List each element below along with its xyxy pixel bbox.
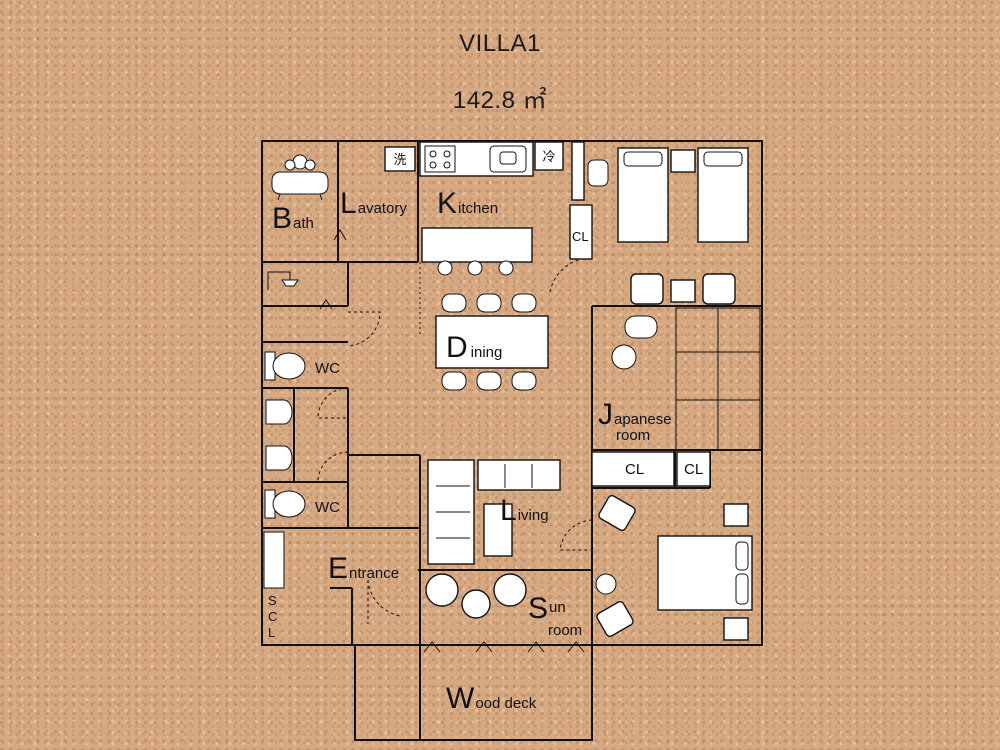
shoe-closet-c: C [268,609,277,624]
sunroom-furniture [425,573,527,619]
closet-label-1: CL [625,461,644,478]
room-label-japanese-line2: room [616,427,650,444]
closet [676,451,711,487]
sunroom-windows [319,229,585,653]
bar-stools [437,260,514,276]
room-label-kitchen: Kitchen [437,187,498,220]
tatami-mats [675,307,761,451]
shower-icon [267,271,299,290]
plan-title: VILLA1 [459,30,541,57]
wc-label-upper: WC [315,360,340,377]
room-label-sunroom-line2: room [548,622,582,639]
room-label-sunroom: Sun [528,592,566,625]
bedroom2-furniture [595,495,753,641]
kitchen-island [421,227,533,263]
wc-label-lower: WC [315,499,340,516]
toilet-icon [264,351,306,381]
room-label-japanese: Japanese [598,398,672,431]
room-label-bath: Bath [272,202,314,235]
closet-label-bedroom: CL [572,229,589,244]
plan-area: 142.8 ㎡ [452,87,548,114]
closet-label-2: CL [684,461,703,478]
japanese-room-furniture [611,315,658,370]
bathtub-icon [271,154,329,201]
dining-table [435,293,549,391]
shoe-closet-l: L [268,625,275,640]
shoe-cabinet [263,531,285,589]
room-label-living: Living [500,494,549,527]
washer-label: 洗 [393,152,406,167]
fridge-label: 冷 [542,149,555,164]
kitchen-counter [384,141,564,263]
bedroom-furniture [569,141,749,305]
toilet-icon [264,489,306,519]
shoe-closet-s: S [268,593,277,608]
room-label-entrance: Entrance [328,552,399,585]
room-label-lavatory: Lavatory [340,187,407,220]
door-swings [317,257,593,624]
closet [591,451,675,487]
living-furniture [427,459,561,565]
room-label-wooddeck: Wood deck [446,682,537,715]
sink-icon [265,399,293,471]
